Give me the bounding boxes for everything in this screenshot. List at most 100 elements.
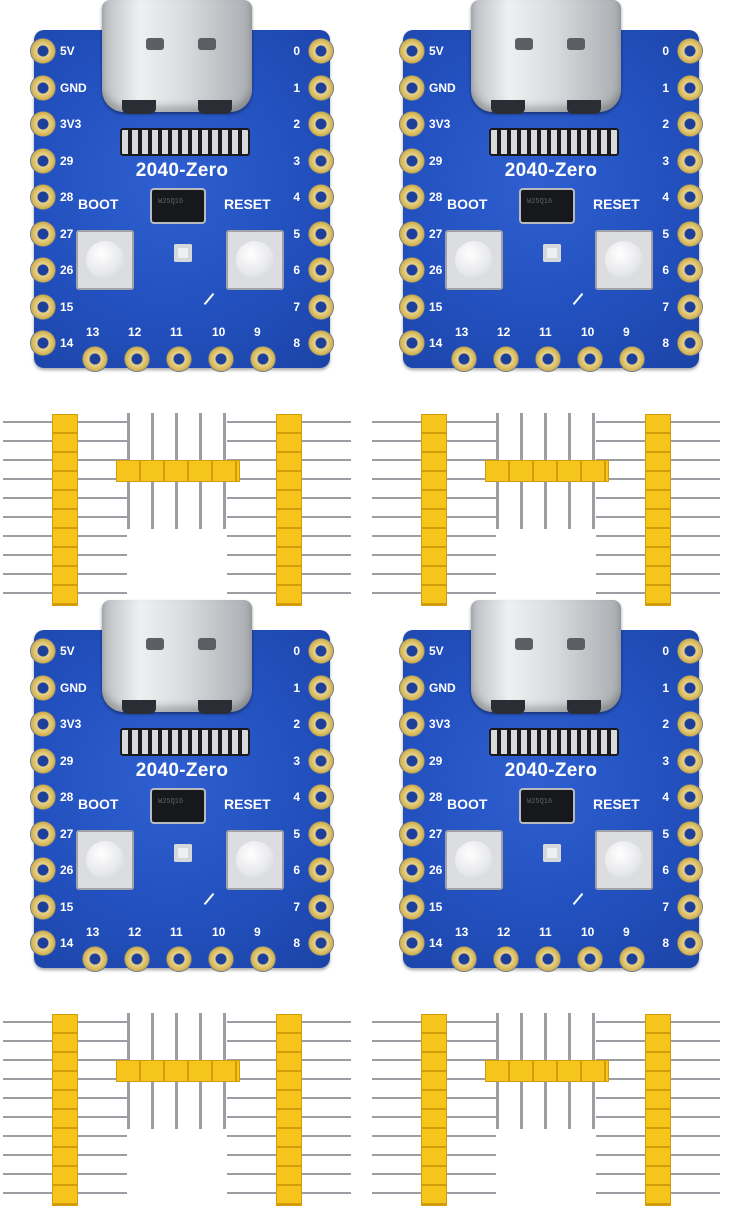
- solder-pad: [308, 638, 334, 664]
- solder-pad: [308, 184, 334, 210]
- pin-label: 15: [60, 299, 74, 314]
- pin-label: 12: [128, 325, 142, 339]
- pin-label: 0: [293, 644, 300, 658]
- solder-pad: [399, 111, 425, 137]
- pin-label: 3V3: [429, 117, 451, 131]
- pin-label: 7: [662, 299, 669, 314]
- pin-label: 27: [429, 826, 443, 841]
- boot-button: [76, 230, 134, 290]
- solder-pad: [308, 893, 334, 920]
- board-title: 2040-Zero: [504, 160, 598, 181]
- pin-header-vertical: [3, 1014, 127, 1206]
- solder-pad: [399, 257, 425, 283]
- pin-label: 6: [293, 263, 300, 277]
- solder-pad: [30, 784, 56, 810]
- pin-label: 14: [429, 336, 443, 350]
- pin-label: 5V: [429, 644, 444, 658]
- pin-header-horizontal: [116, 1013, 240, 1129]
- pin-label: 26: [429, 863, 443, 877]
- pin-label: 3: [293, 753, 300, 768]
- solder-pad: [208, 946, 234, 972]
- pin-label: 11: [170, 925, 183, 939]
- solder-pad: [399, 893, 425, 920]
- boot-button: [76, 830, 134, 890]
- silkscreen-mark: [203, 292, 215, 306]
- pin-label: 0: [662, 44, 669, 58]
- solder-pad: [166, 946, 192, 972]
- pin-label: 1: [662, 80, 669, 95]
- solder-pad: [208, 346, 234, 372]
- solder-pad: [250, 346, 276, 372]
- pin-label: 2: [293, 717, 300, 731]
- reset-button: [226, 830, 284, 890]
- rgb-led: [543, 244, 561, 262]
- pin-header-horizontal: [116, 413, 240, 529]
- debug-pin-row: [120, 728, 250, 756]
- solder-pad: [677, 293, 703, 320]
- pin-label: 5V: [429, 44, 444, 58]
- solder-pad: [677, 747, 703, 774]
- solder-pad: [677, 257, 703, 283]
- solder-pad: [30, 638, 56, 664]
- solder-pad: [30, 674, 56, 701]
- solder-pad: [399, 784, 425, 810]
- solder-pad: [677, 638, 703, 664]
- debug-pin-row: [489, 728, 619, 756]
- solder-pad: [399, 330, 425, 356]
- solder-pad: [399, 638, 425, 664]
- solder-pad: [677, 38, 703, 64]
- rgb-led: [174, 244, 192, 262]
- solder-pad: [677, 893, 703, 920]
- solder-pad: [399, 184, 425, 210]
- pin-label: 10: [581, 325, 595, 339]
- solder-pad: [30, 820, 56, 847]
- pin-label: 5V: [60, 44, 75, 58]
- board-title: 2040-Zero: [504, 760, 598, 781]
- solder-pad: [677, 857, 703, 883]
- pin-label: 4: [293, 790, 300, 804]
- solder-pad: [82, 346, 108, 372]
- pin-label: 4: [293, 190, 300, 204]
- usb-c-connector: [471, 600, 621, 714]
- solder-pad: [308, 784, 334, 810]
- pin-label: 26: [60, 263, 74, 277]
- reset-label: RESET: [593, 196, 640, 212]
- solder-pad: [399, 747, 425, 774]
- solder-pad: [399, 857, 425, 883]
- pin-label: 7: [293, 299, 300, 314]
- reset-button: [226, 230, 284, 290]
- solder-pad: [493, 346, 519, 372]
- solder-pad: [677, 147, 703, 174]
- solder-pad: [30, 38, 56, 64]
- pin-label: 1: [293, 80, 300, 95]
- silkscreen-mark: [572, 292, 584, 306]
- solder-pad: [30, 747, 56, 774]
- reset-label: RESET: [224, 196, 271, 212]
- solder-pad: [677, 930, 703, 956]
- solder-pad: [535, 346, 561, 372]
- usb-c-connector: [471, 0, 621, 114]
- solder-pad: [308, 220, 334, 247]
- pin-label: 27: [60, 226, 74, 241]
- solder-pad: [30, 220, 56, 247]
- solder-pad: [308, 930, 334, 956]
- pin-label: 8: [662, 336, 669, 350]
- pin-label: 13: [455, 325, 469, 339]
- solder-pad: [166, 346, 192, 372]
- pin-label: 26: [429, 263, 443, 277]
- usb-c-connector: [102, 600, 252, 714]
- solder-pad: [30, 857, 56, 883]
- solder-pad: [677, 784, 703, 810]
- boot-label: BOOT: [447, 196, 488, 212]
- pin-label: 28: [429, 190, 443, 204]
- pin-label: 14: [60, 336, 74, 350]
- pin-label: 13: [86, 325, 100, 339]
- solder-pad: [677, 711, 703, 737]
- pin-label: GND: [429, 680, 456, 695]
- pin-label: 11: [539, 325, 552, 339]
- pin-label: 13: [455, 925, 469, 939]
- solder-pad: [30, 293, 56, 320]
- pin-label: 2: [662, 717, 669, 731]
